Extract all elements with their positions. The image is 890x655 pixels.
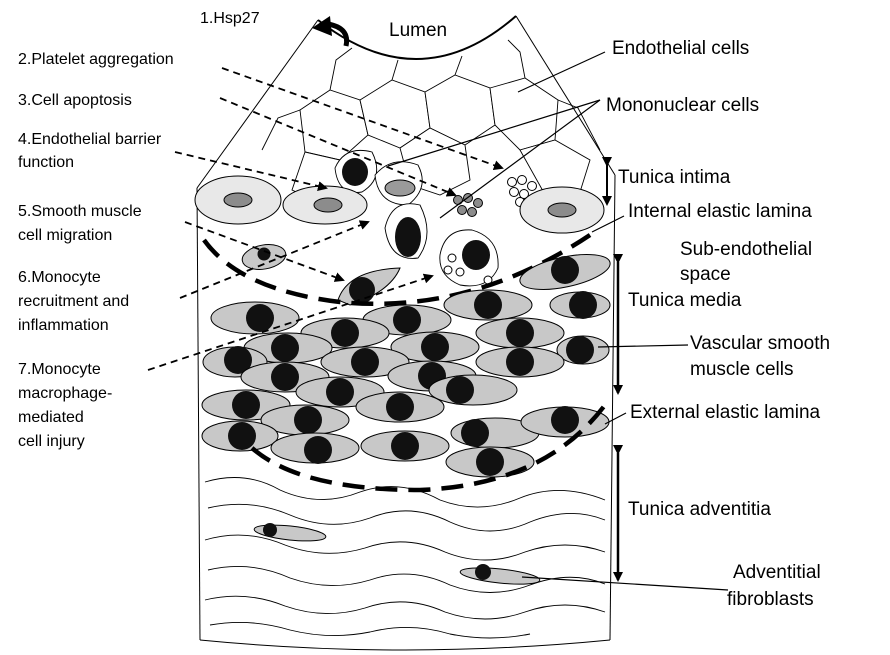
mononuclear-cells [335,150,498,286]
function-6-label-line1: 6.Monocyte [18,269,101,286]
function-7-label-line3: mediated [18,409,84,426]
internal-elastic-lamina-label: Internal elastic lamina [628,201,812,222]
endothelial-cell-network [262,40,600,205]
sub-endothelial-label-line2: space [680,264,731,285]
mononuclear-cells-label: Mononuclear cells [606,95,759,116]
adventitial-label-line1: Adventitial [733,562,821,583]
tunica-media-label: Tunica media [628,290,742,311]
function-4-label-line2: function [18,154,74,171]
adventitial-label-line2: fibroblasts [727,589,814,610]
vsmc-label-line2: muscle cells [690,359,793,380]
function-5-label-line2: cell migration [18,227,112,244]
function-5-label-line1: 5.Smooth muscle [18,203,142,220]
sub-endothelial-label-line1: Sub-endothelial [680,239,812,260]
function-6-label-line2: recruitment and [18,293,129,310]
function-7-label-line1: 7.Monocyte [18,361,101,378]
function-4-label-line1: 4.Endothelial barrier [18,131,162,148]
tunica-adventitia-label: Tunica adventitia [628,499,771,520]
hsp27-arrowhead [312,16,332,36]
adventitia-fibers [205,478,605,639]
function-7-label-line2: macrophage- [18,385,112,402]
function-7-label-line4: cell injury [18,433,85,450]
adventitial-fibroblasts [253,522,540,587]
function-3-label: 3.Cell apoptosis [18,92,132,109]
lumen-label: Lumen [389,20,447,41]
vsmc-label-line1: Vascular smooth [690,333,830,354]
external-elastic-lamina-label: External elastic lamina [630,402,821,423]
function-6-label-line3: inflammation [18,317,109,334]
tunica-intima-label: Tunica intima [618,167,731,188]
function-1-label: 1.Hsp27 [200,10,260,27]
function-2-label: 2.Platelet aggregation [18,51,174,68]
endothelial-cells-label: Endothelial cells [612,38,749,59]
